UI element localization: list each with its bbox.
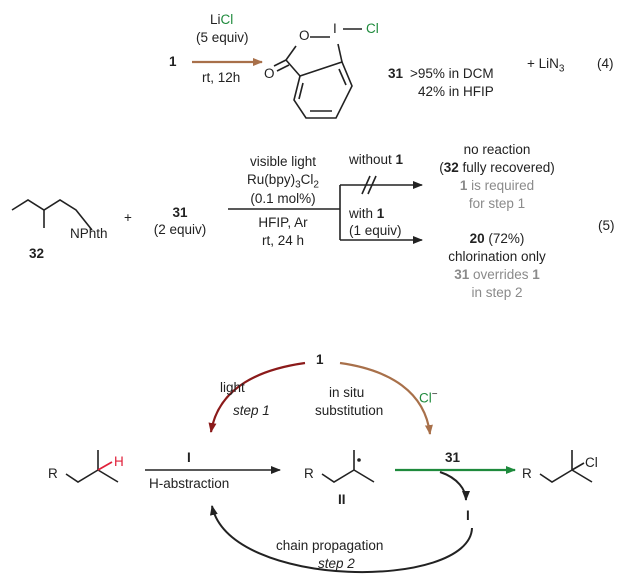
substitution-label: substitution bbox=[315, 403, 384, 418]
eq4-yield-dcm: >95% in DCM bbox=[410, 66, 494, 81]
eq5-blocked-mark-2 bbox=[367, 175, 377, 195]
eq4-reactant-number: 1 bbox=[169, 54, 177, 69]
product-number: 20 bbox=[469, 231, 485, 246]
substrate-nphth-label: NPhth bbox=[70, 226, 108, 241]
with-1-equiv: (1 equiv) bbox=[349, 223, 402, 238]
eq4-equiv: (5 equiv) bbox=[196, 30, 249, 45]
chain-propagation-arrow bbox=[210, 505, 473, 574]
compound-32-structure bbox=[11, 199, 93, 231]
radical-skeleton bbox=[321, 450, 375, 483]
required-number: 1 bbox=[459, 178, 468, 193]
reagent-31-label: 31 bbox=[445, 450, 461, 465]
eq4-byproduct-prefix: + LiN bbox=[527, 56, 559, 71]
recovered-open: ( bbox=[439, 160, 444, 175]
carbonyl-oxygen-label: O bbox=[264, 66, 275, 81]
condition-light: visible light bbox=[249, 154, 317, 169]
eq4-product-number: 31 bbox=[388, 66, 404, 81]
required-step: for step 1 bbox=[468, 196, 526, 211]
radical-dot bbox=[357, 458, 361, 462]
eq4-number: (4) bbox=[597, 56, 614, 71]
substrate-r-label: R bbox=[48, 466, 58, 481]
eq4-byproduct: + LiN3 bbox=[527, 56, 564, 78]
chloride-symbol: Cl bbox=[419, 390, 432, 406]
iodine-chloride-label: Cl bbox=[366, 21, 379, 36]
release-curved-arrow bbox=[439, 471, 470, 501]
without-number: 1 bbox=[395, 152, 404, 167]
substrate-number: 32 bbox=[29, 246, 45, 261]
override-label: 31 overrides 1 bbox=[454, 267, 540, 283]
eq4-reagent: LiCl bbox=[210, 12, 233, 28]
override-step: in step 2 bbox=[471, 285, 523, 300]
reagent-equiv: (2 equiv) bbox=[153, 222, 207, 237]
without-text: without bbox=[349, 152, 396, 167]
mechanism-top-number: 1 bbox=[316, 352, 324, 367]
chloride-label: Cl− bbox=[419, 387, 438, 407]
substrate-skeleton bbox=[65, 450, 119, 483]
override-number-31: 31 bbox=[454, 267, 470, 282]
recovered-text: fully recovered) bbox=[458, 160, 555, 175]
no-reaction-label: no reaction bbox=[463, 142, 531, 157]
product-cl-label: Cl bbox=[585, 455, 598, 470]
eq4-conditions: rt, 12h bbox=[202, 70, 241, 85]
substitution-curved-arrow bbox=[339, 361, 433, 435]
c-h-bond bbox=[97, 461, 113, 471]
eq4-byproduct-subscript: 3 bbox=[558, 63, 565, 75]
eq5-number: (5) bbox=[598, 218, 615, 233]
product-yield-label: 20 (72%) bbox=[470, 231, 525, 247]
without-1-label: without 1 bbox=[349, 152, 403, 168]
abstractor-label: I bbox=[187, 450, 191, 465]
override-number-1: 1 bbox=[532, 267, 540, 282]
chloride-charge: − bbox=[431, 389, 438, 400]
ring-oxygen-label: O bbox=[299, 28, 310, 43]
eq5-blocked-mark-1 bbox=[361, 175, 371, 195]
catalyst-part-a: Ru(bpy) bbox=[247, 172, 296, 187]
recovered-label: (32 fully recovered) bbox=[439, 160, 555, 176]
eq4-reagent-prefix: Li bbox=[210, 12, 221, 27]
catalyst-part-b: Cl bbox=[300, 172, 314, 187]
light-label: light bbox=[220, 380, 245, 395]
product-yield: (72%) bbox=[484, 231, 525, 246]
condition-time: rt, 24 h bbox=[261, 233, 305, 248]
catalyst-sub-2: 2 bbox=[313, 179, 319, 191]
eq4-yield-hfip: 42% in HFIP bbox=[418, 84, 494, 99]
eq4-reagent-halide: Cl bbox=[220, 12, 234, 27]
with-text: with bbox=[349, 206, 377, 221]
recovered-number: 32 bbox=[443, 160, 459, 175]
plus-sign: + bbox=[124, 210, 132, 225]
radical-r-label: R bbox=[304, 466, 314, 481]
step-1-label: step 1 bbox=[233, 403, 270, 418]
radical-label: II bbox=[338, 492, 346, 507]
product-r-label: R bbox=[522, 466, 532, 481]
light-curved-arrow bbox=[208, 361, 306, 433]
step-2-label: step 2 bbox=[318, 556, 355, 571]
h-abstraction-label: H-abstraction bbox=[149, 476, 230, 491]
with-number: 1 bbox=[376, 206, 385, 221]
catalyst-sub-1: 3 bbox=[295, 179, 301, 191]
with-1-label: with 1 bbox=[349, 206, 384, 222]
required-text: is required bbox=[467, 178, 535, 193]
reagent-number: 31 bbox=[172, 205, 188, 220]
product-skeleton bbox=[539, 450, 593, 483]
abstractable-h-label: H bbox=[114, 454, 124, 469]
required-label: 1 is required bbox=[460, 178, 534, 194]
condition-loading: (0.1 mol%) bbox=[250, 191, 316, 206]
in-situ-label: in situ bbox=[329, 385, 365, 400]
chlorination-only-label: chlorination only bbox=[448, 249, 546, 264]
ring-iodine-label: I bbox=[333, 21, 337, 36]
condition-catalyst: Ru(bpy)3Cl2 bbox=[247, 172, 319, 194]
condition-solvent: HFIP, Ar bbox=[258, 215, 308, 230]
regenerated-i-label: I bbox=[466, 508, 470, 523]
compound-31-structure bbox=[273, 28, 362, 119]
override-text: overrides bbox=[469, 267, 533, 282]
chain-propagation-label: chain propagation bbox=[276, 538, 384, 553]
